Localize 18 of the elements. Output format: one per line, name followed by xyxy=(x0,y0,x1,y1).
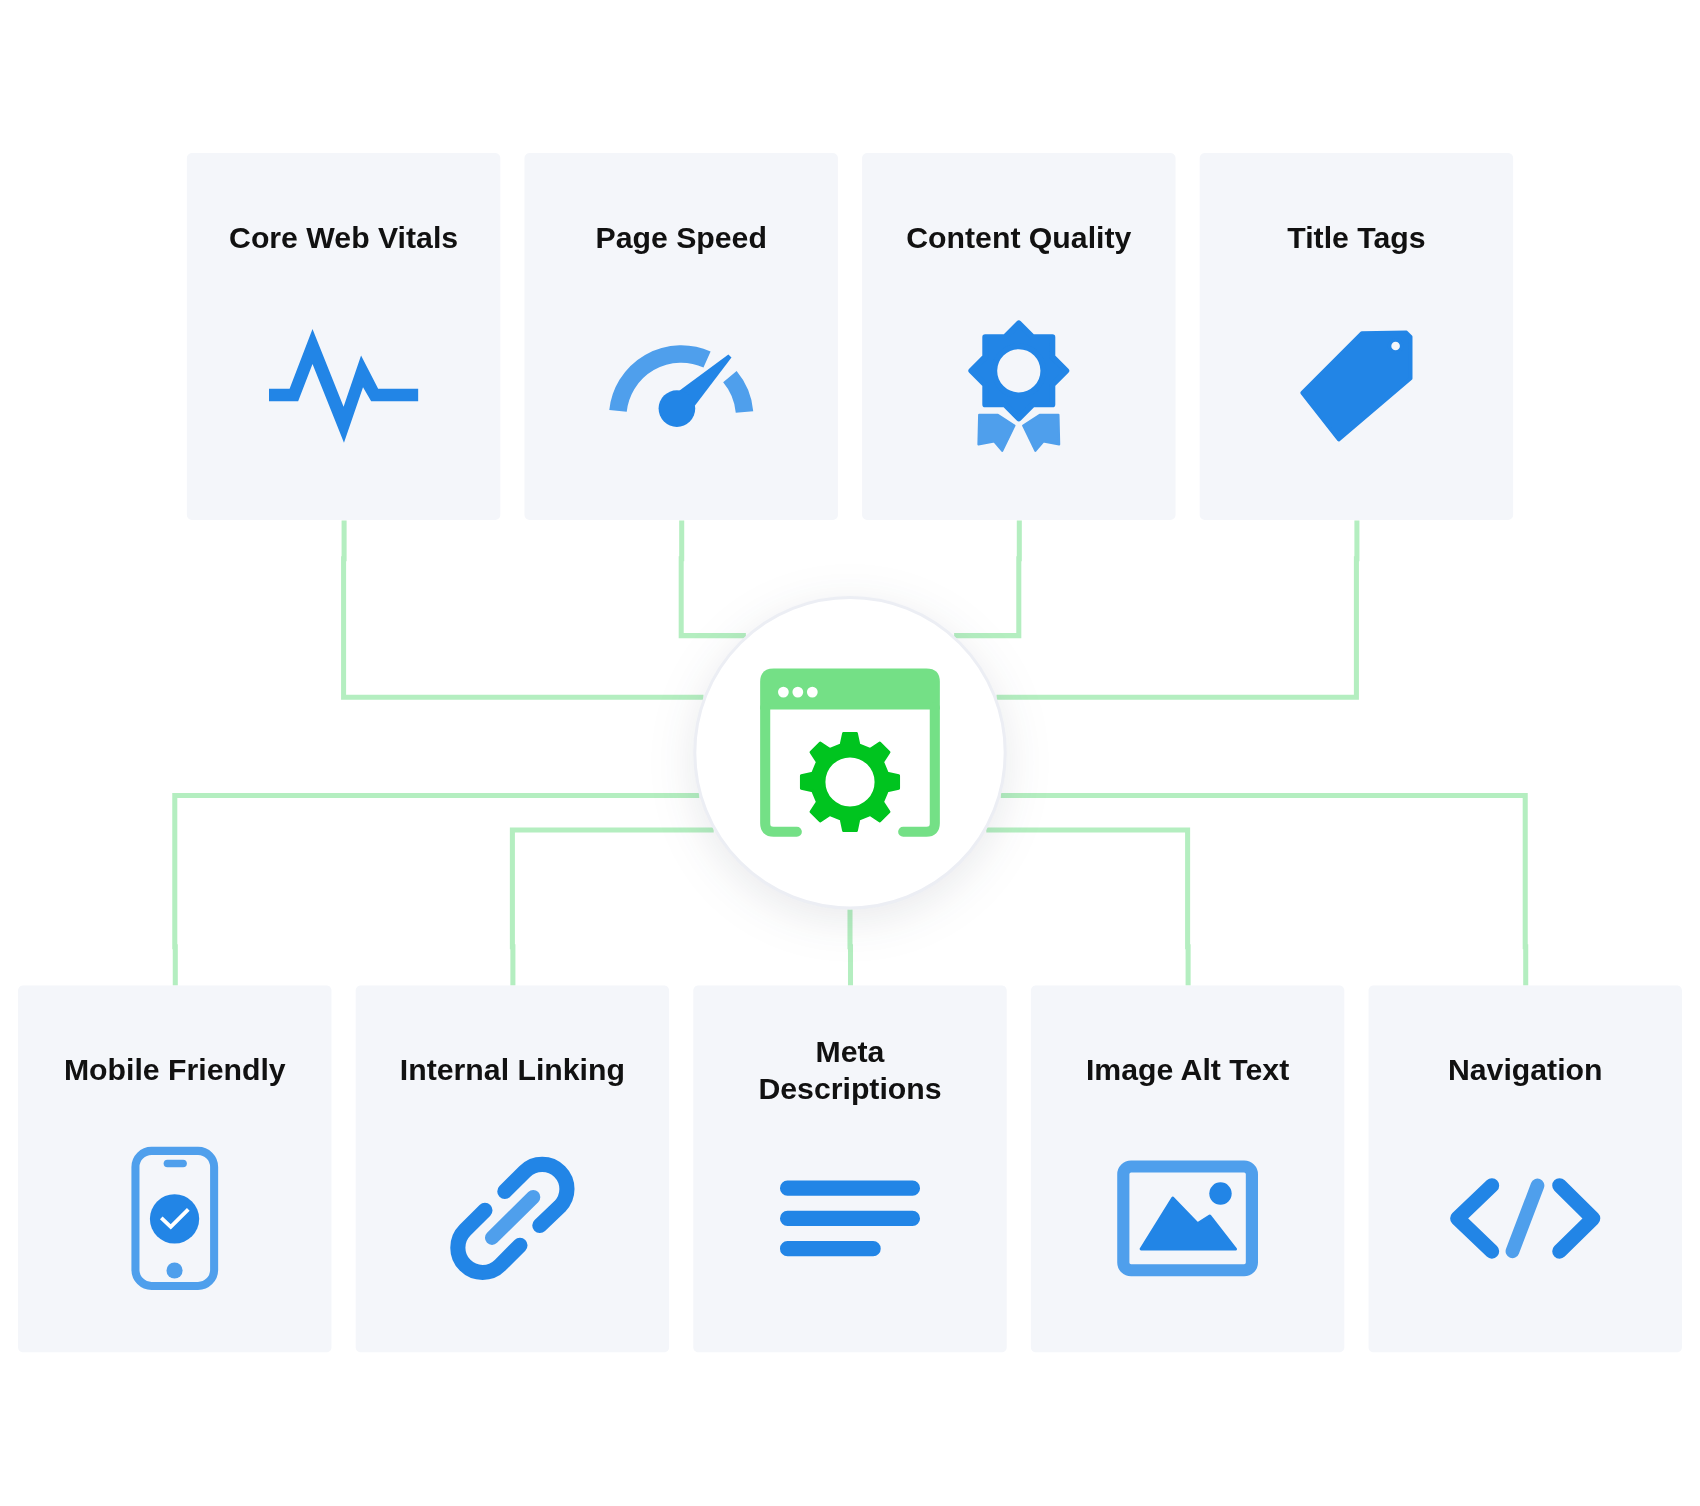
connector-line xyxy=(678,520,746,639)
connector-line xyxy=(954,520,1022,639)
connector-line xyxy=(341,520,704,700)
node-title: Mobile Friendly xyxy=(63,1052,286,1089)
node-title: Image Alt Text xyxy=(1085,1052,1290,1089)
connector-line xyxy=(1000,793,1529,986)
connector-line xyxy=(509,827,714,986)
node-title: Navigation xyxy=(1447,1052,1603,1089)
node-title: Page Speed xyxy=(595,220,767,257)
connector-line xyxy=(996,520,1360,700)
node-title: Content Quality xyxy=(906,220,1132,257)
node-title: Core Web Vitals xyxy=(229,220,459,257)
connector-line xyxy=(172,793,700,986)
node-title: Internal Linking xyxy=(399,1052,625,1089)
connector-line xyxy=(847,909,853,986)
connector-line xyxy=(986,827,1191,986)
node-title: Title Tags xyxy=(1287,220,1426,257)
node-title: Meta Descriptions xyxy=(757,1033,943,1108)
